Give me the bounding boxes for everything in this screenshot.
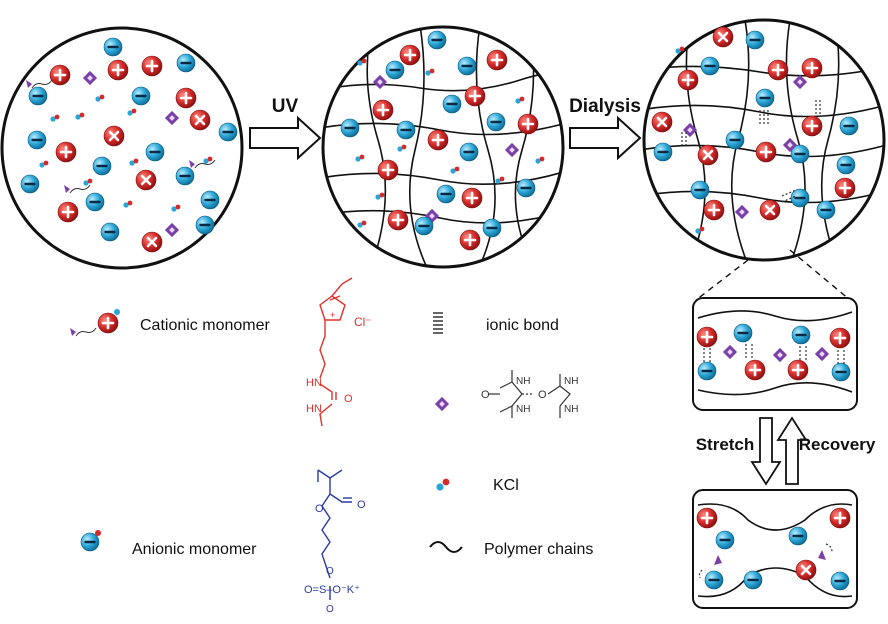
recovery-label: Recovery: [799, 435, 876, 454]
anion-so-bottom: O: [326, 604, 334, 615]
cation-nh2: HN: [306, 403, 322, 415]
anion-ester-o: O: [357, 499, 366, 511]
legend-cationic-label: Cationic monomer: [140, 317, 271, 334]
panel-monomer-solution: [0, 26, 244, 270]
stretch-label: Stretch: [696, 435, 755, 454]
anion-so-top: O: [326, 566, 334, 577]
dialysis-label: Dialysis: [569, 96, 641, 117]
zoom-lines: [695, 249, 851, 301]
panel-polymerized-network: [321, 25, 565, 269]
anion-o-link: O: [315, 503, 324, 515]
hbond-nh-a: NH: [516, 376, 530, 387]
hbond-nh-c: NH: [564, 376, 578, 387]
uv-label: UV: [272, 96, 299, 117]
legend-kcl-icon: [436, 478, 450, 491]
stretch-arrow: [750, 417, 782, 486]
zoom-box-stretched: [692, 489, 858, 609]
hbond-o-center: O: [538, 389, 547, 401]
panel-dialyzed-network: [642, 18, 886, 262]
cation-o: O: [344, 393, 353, 405]
cation-n-plus: +: [330, 310, 335, 320]
hbond-nh-b: NH: [516, 404, 530, 415]
cationic-structure: [319, 277, 353, 427]
legend-anionic: [79, 530, 101, 553]
dialysis-arrow: [569, 115, 642, 161]
legend-cationic: [69, 309, 120, 337]
anion-sulfonate: O=S–O⁻K⁺: [304, 584, 360, 596]
anionic-structure: [317, 469, 352, 600]
hbond-square-icon: [434, 396, 450, 412]
legend-kcl-label: KCl: [493, 477, 519, 494]
cation-counterion: Cl⁻: [354, 315, 372, 329]
urea-hbond-structure: [488, 370, 571, 418]
recovery-arrow: [776, 416, 808, 485]
zoom-box-relaxed: [692, 297, 858, 411]
legend-anionic-label: Anionic monomer: [132, 541, 257, 558]
hbond-o-left: O: [481, 389, 490, 401]
legend-ionic-bond-label: ionic bond: [486, 317, 559, 334]
polymer-chain-icon: [429, 541, 463, 553]
ionic-bond-icon: [433, 312, 443, 334]
legend-polymer-label: Polymer chains: [484, 541, 593, 558]
cation-nh1: HN: [306, 377, 322, 389]
uv-arrow: [249, 115, 322, 161]
hbond-nh-d: NH: [564, 404, 578, 415]
